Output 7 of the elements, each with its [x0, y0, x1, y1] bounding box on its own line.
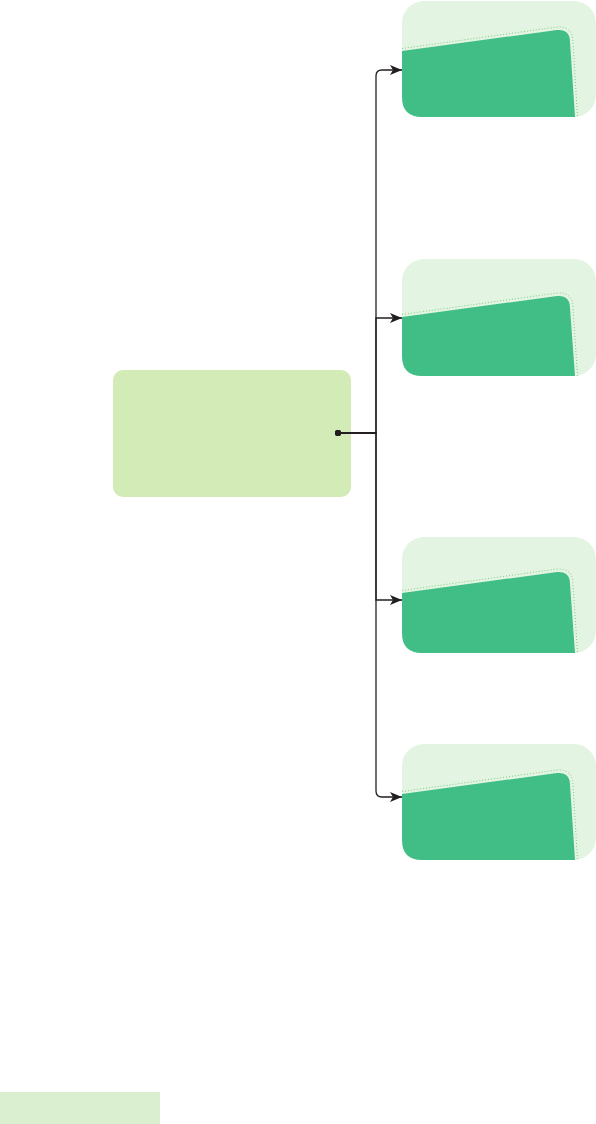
arrow [335, 430, 403, 802]
tilted-card [402, 744, 596, 860]
process-box [113, 370, 351, 497]
color-band [0, 1092, 160, 1124]
tilted-card [402, 259, 596, 376]
tilted-card [402, 537, 596, 653]
tilted-card [402, 1, 596, 117]
